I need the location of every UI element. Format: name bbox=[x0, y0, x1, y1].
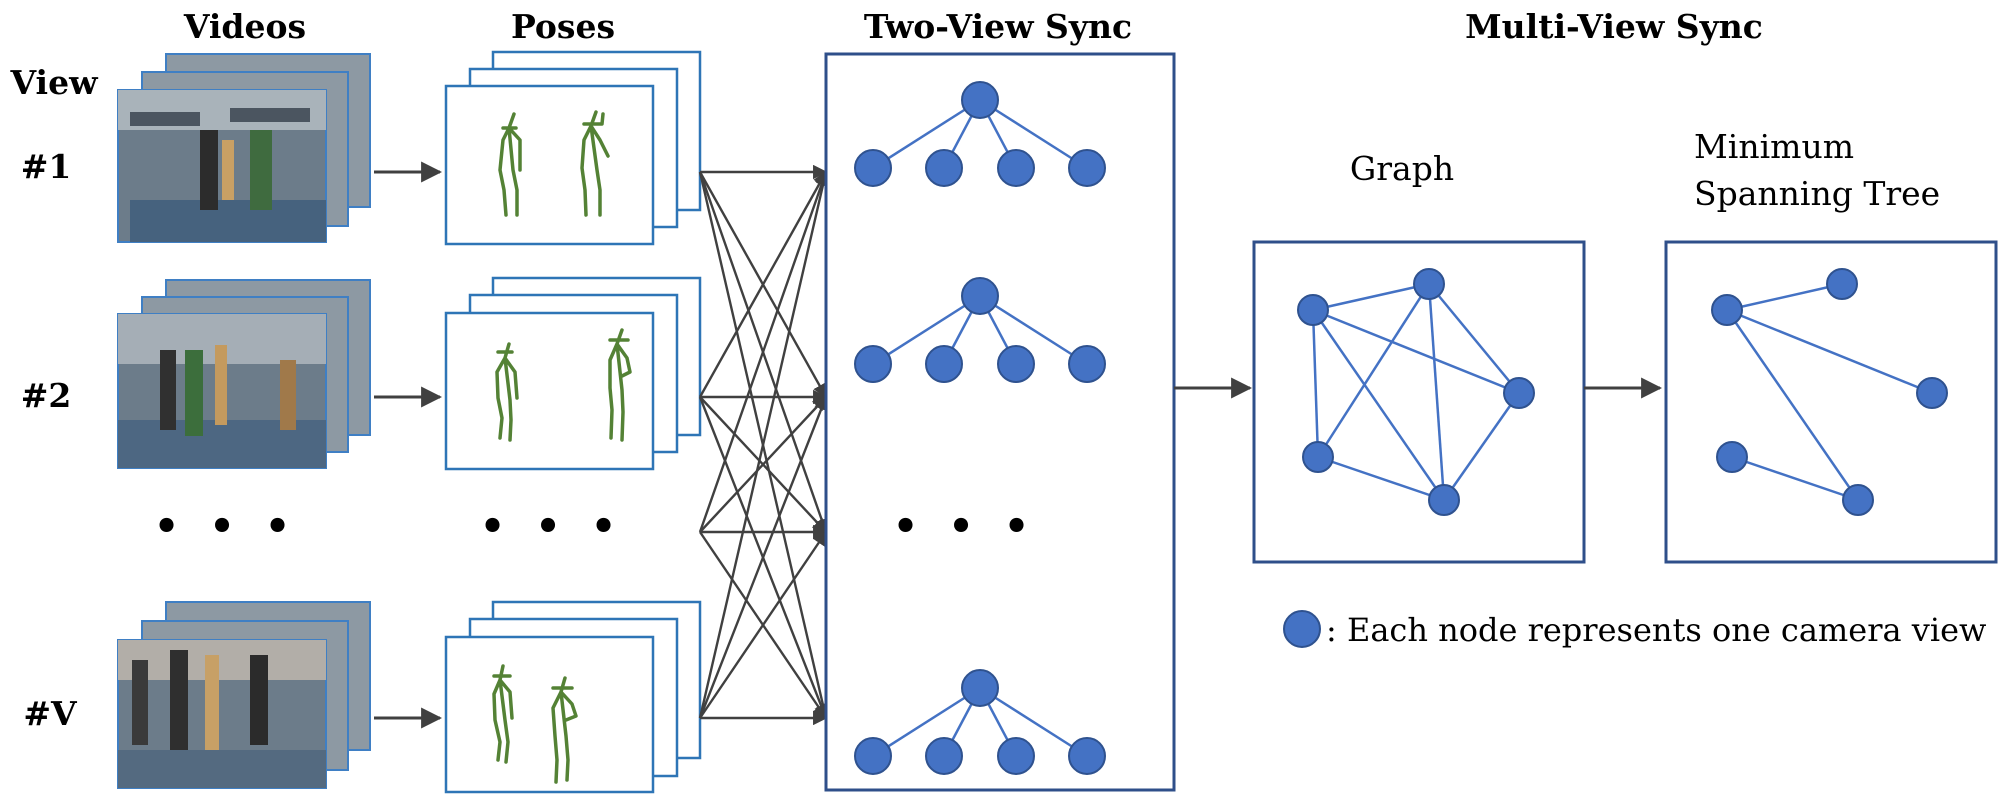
multi-view-sync-header: Multi-View Sync bbox=[1465, 7, 1763, 46]
skeleton-pose-icon bbox=[444, 600, 702, 794]
camera-view-node-icon bbox=[997, 149, 1035, 187]
ellipsis-two-view: • • • bbox=[893, 503, 1038, 550]
camera-view-node-icon bbox=[997, 345, 1035, 383]
camera-view-node-icon bbox=[961, 669, 999, 707]
camera-view-node-icon bbox=[1428, 484, 1460, 516]
full-graph bbox=[1297, 268, 1535, 516]
pairwise-connection-arrows bbox=[698, 164, 831, 726]
camera-view-node-icon bbox=[1413, 268, 1445, 300]
spanning-tree bbox=[1711, 268, 1948, 516]
mst-label-line-1: Minimum bbox=[1694, 127, 1854, 166]
camera-view-node-icon bbox=[1916, 377, 1948, 409]
camera-view-node-icon bbox=[1068, 737, 1106, 775]
camera-view-node-icon bbox=[1716, 441, 1748, 473]
two-view-sync-header: Two-View Sync bbox=[864, 7, 1132, 46]
pair-tree-v bbox=[854, 669, 1106, 775]
camera-view-node-icon bbox=[1068, 149, 1106, 187]
camera-view-node-icon bbox=[1302, 441, 1334, 473]
ellipsis-videos: • • • bbox=[154, 503, 299, 550]
camera-view-node-icon bbox=[1297, 294, 1329, 326]
camera-view-node-icon bbox=[997, 737, 1035, 775]
graph-label: Graph bbox=[1350, 149, 1454, 188]
camera-view-node-icon bbox=[925, 737, 963, 775]
mst-label-line-2: Spanning Tree bbox=[1694, 174, 1940, 213]
view-label-2: #2 bbox=[21, 376, 72, 415]
camera-view-node-icon bbox=[854, 737, 892, 775]
camera-view-node-icon bbox=[925, 345, 963, 383]
camera-view-node-icon bbox=[1068, 345, 1106, 383]
camera-view-node-icon bbox=[961, 81, 999, 119]
video-stack-icon bbox=[117, 279, 371, 469]
legend: : Each node represents one camera view bbox=[1283, 610, 1986, 649]
legend-text: : Each node represents one camera view bbox=[1326, 611, 1986, 649]
pair-tree-1 bbox=[854, 81, 1106, 187]
view-label: View bbox=[10, 63, 100, 102]
camera-view-node-icon bbox=[1503, 377, 1535, 409]
camera-view-node-icon bbox=[925, 149, 963, 187]
camera-view-node-icon bbox=[1711, 294, 1743, 326]
videos-header: Videos bbox=[183, 7, 306, 46]
camera-view-node-icon bbox=[854, 149, 892, 187]
skeleton-pose-icon bbox=[444, 50, 702, 246]
camera-view-node-icon bbox=[854, 345, 892, 383]
camera-view-node-icon bbox=[1826, 268, 1858, 300]
skeleton-pose-icon bbox=[444, 276, 702, 471]
view-label-v: #V bbox=[23, 694, 78, 733]
pair-tree-2 bbox=[854, 277, 1106, 383]
camera-view-node-icon bbox=[1842, 484, 1874, 516]
view-label-1: #1 bbox=[21, 147, 72, 186]
camera-view-node-icon bbox=[961, 277, 999, 315]
ellipsis-poses: • • • bbox=[480, 503, 625, 550]
poses-header: Poses bbox=[511, 7, 615, 46]
video-stack-icon bbox=[117, 601, 371, 789]
camera-view-node-icon bbox=[1283, 610, 1321, 648]
video-stack-icon bbox=[117, 53, 371, 243]
